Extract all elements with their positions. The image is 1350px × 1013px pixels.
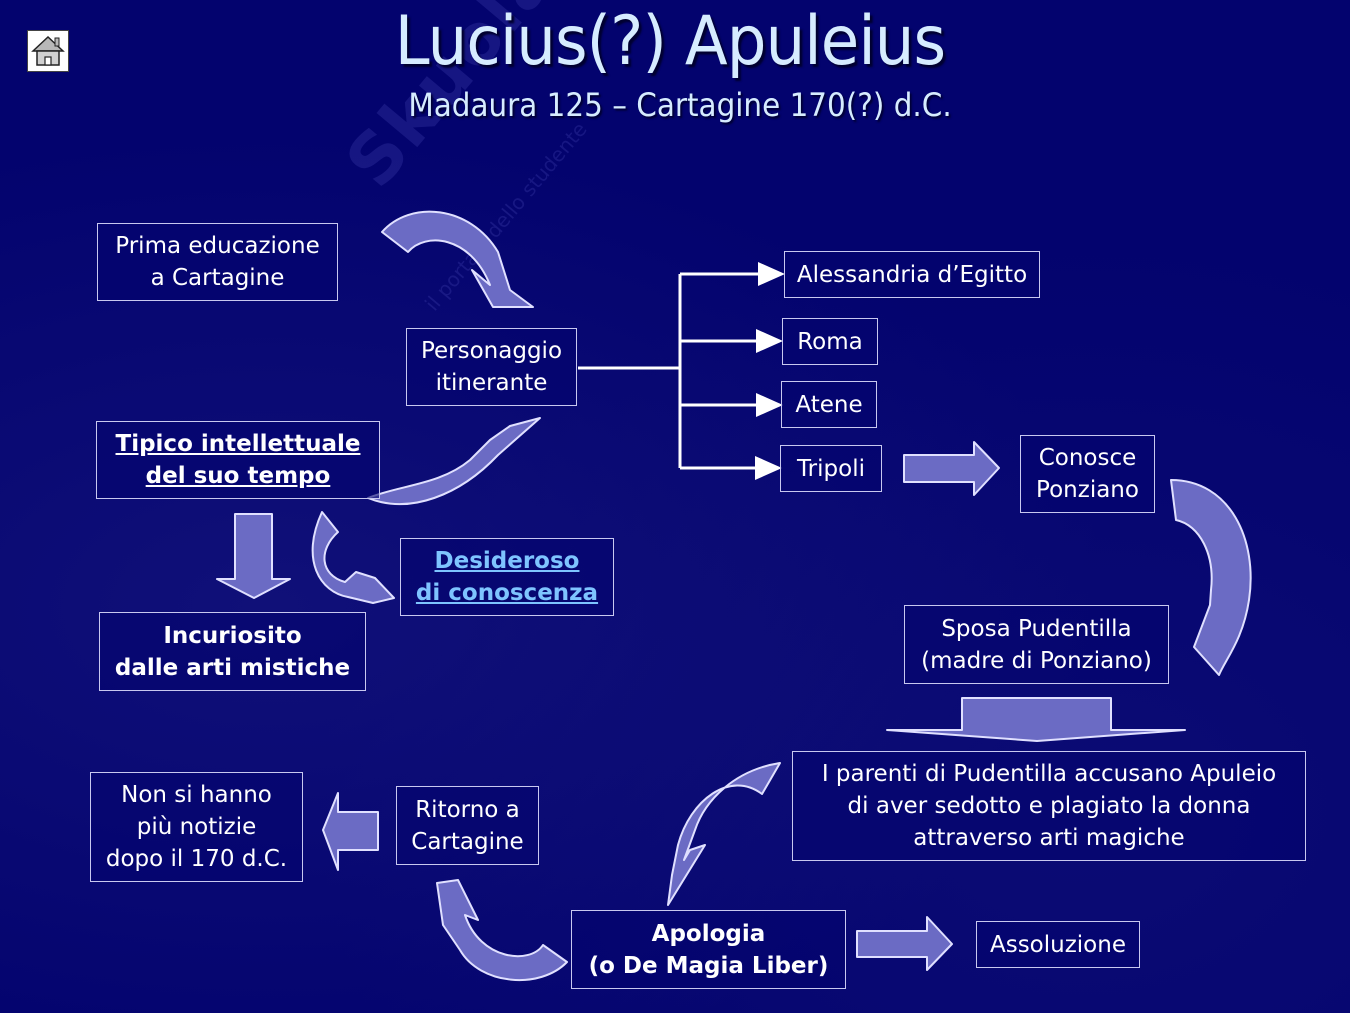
right-arrow-apologia-to-assoluzione <box>856 916 953 971</box>
curved-arrow-tipico-to-personaggio <box>367 417 541 506</box>
curved-arrow-prima-to-personaggio <box>381 210 534 308</box>
node-atene-text: Atene <box>795 391 863 418</box>
node-personaggio-itinerante: Personaggio itinerante <box>406 328 577 406</box>
node-tipico-text[interactable]: Tipico intellettuale del suo tempo <box>115 431 361 489</box>
node-prima-educazione: Prima educazione a Cartagine <box>97 223 338 301</box>
node-parenti-text: I parenti di Pudentilla accusano Apuleio… <box>821 761 1277 851</box>
city-connectors <box>578 262 785 480</box>
node-sposa-text: Sposa Pudentilla (madre di Ponziano) <box>921 615 1152 674</box>
node-tripoli: Tripoli <box>780 445 882 492</box>
node-atene: Atene <box>781 381 877 428</box>
home-icon <box>31 35 65 66</box>
node-prima-educazione-text: Prima educazione a Cartagine <box>115 233 320 291</box>
node-apologia-text: Apologia (o De Magia Liber) <box>588 920 829 979</box>
node-ritorno-text: Ritorno a Cartagine <box>411 796 524 855</box>
node-non-si-hanno-notizie: Non si hanno più notizie dopo il 170 d.C… <box>90 772 303 882</box>
node-assoluzione: Assoluzione <box>976 921 1140 968</box>
slide-subtitle: Madaura 125 – Cartagine 170(?) d.C. <box>408 86 952 124</box>
node-tipico-intellettuale[interactable]: Tipico intellettuale del suo tempo <box>96 421 380 499</box>
node-alessandria-text: Alessandria d’Egitto <box>796 261 1028 288</box>
node-assoluzione-text: Assoluzione <box>989 931 1126 958</box>
down-arrow-tipico-to-incuriosito <box>216 513 291 599</box>
node-alessandria: Alessandria d’Egitto <box>784 251 1040 298</box>
node-non-notizie-text: Non si hanno più notizie dopo il 170 d.C… <box>105 782 288 872</box>
left-arrow-ritorno-to-non-notizie <box>322 792 379 871</box>
node-personaggio-text: Personaggio itinerante <box>420 338 563 396</box>
curved-arrow-conosce-to-sposa <box>1170 479 1252 676</box>
curved-arrow-parenti-to-apologia <box>667 762 781 906</box>
node-incuriosito: Incuriosito dalle arti mistiche <box>99 612 366 691</box>
node-conosce-text: Conosce Ponziano <box>1036 445 1139 503</box>
node-ritorno-cartagine: Ritorno a Cartagine <box>396 786 539 865</box>
node-incuriosito-text: Incuriosito dalle arti mistiche <box>114 622 351 681</box>
node-tripoli-text: Tripoli <box>797 455 865 482</box>
node-roma-text: Roma <box>797 328 863 355</box>
node-apologia: Apologia (o De Magia Liber) <box>571 910 846 989</box>
node-sposa-pudentilla: Sposa Pudentilla (madre di Ponziano) <box>904 605 1169 684</box>
right-arrow-tripoli-to-conosce <box>903 441 1000 496</box>
curved-arrow-apologia-to-ritorno <box>436 879 568 982</box>
down-arrow-sposa-to-parenti <box>886 697 1186 742</box>
node-parenti-accusano: I parenti di Pudentilla accusano Apuleio… <box>792 751 1306 861</box>
node-desideroso-text[interactable]: Desideroso di conoscenza <box>415 548 599 606</box>
node-desideroso-link[interactable]: Desideroso di conoscenza <box>400 538 614 616</box>
slide-title: Lucius(?) Apuleius <box>394 2 946 81</box>
curved-arrow-tipico-to-desideroso <box>311 511 395 604</box>
home-button[interactable] <box>27 30 69 72</box>
node-roma: Roma <box>782 318 878 365</box>
node-conosce-ponziano: Conosce Ponziano <box>1020 435 1155 513</box>
